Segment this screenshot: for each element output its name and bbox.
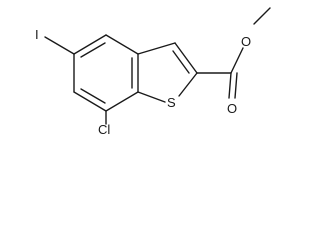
structure-diagram: I Cl S O O — [0, 0, 274, 137]
bond-carbonyl-double-b — [234, 72, 238, 99]
double-bond-inner-c6-c7 — [80, 88, 106, 104]
bond-c3a-c4 — [105, 34, 139, 55]
double-bond-inner-c4-c5 — [80, 42, 106, 58]
bond-carbonyl-double-a — [228, 72, 232, 99]
bond-c2-s1 — [178, 72, 198, 97]
chlorine-atom-label: Cl — [98, 122, 111, 137]
bond-carbonyl-carbon-ester-oxygen — [230, 47, 244, 74]
bond-s1-c7a — [137, 91, 166, 103]
double-bond-inner-c3-c2 — [172, 50, 190, 74]
ester-oxygen-atom-label: O — [241, 34, 252, 49]
bond-ester-oxygen-methyl — [253, 7, 271, 25]
sulfur-atom-label: S — [167, 95, 176, 110]
bond-c4-c5 — [73, 34, 107, 55]
bond-c3-c2 — [174, 42, 198, 74]
bond-c5-iodine — [44, 36, 75, 55]
molecule-skeleton — [44, 7, 271, 125]
bond-c3a-c3 — [137, 42, 176, 55]
iodine-atom-label: I — [35, 27, 39, 42]
carbonyl-oxygen-atom-label: O — [227, 101, 238, 116]
bond-c6-c7 — [73, 91, 107, 112]
bond-c7-c7a — [105, 91, 139, 112]
